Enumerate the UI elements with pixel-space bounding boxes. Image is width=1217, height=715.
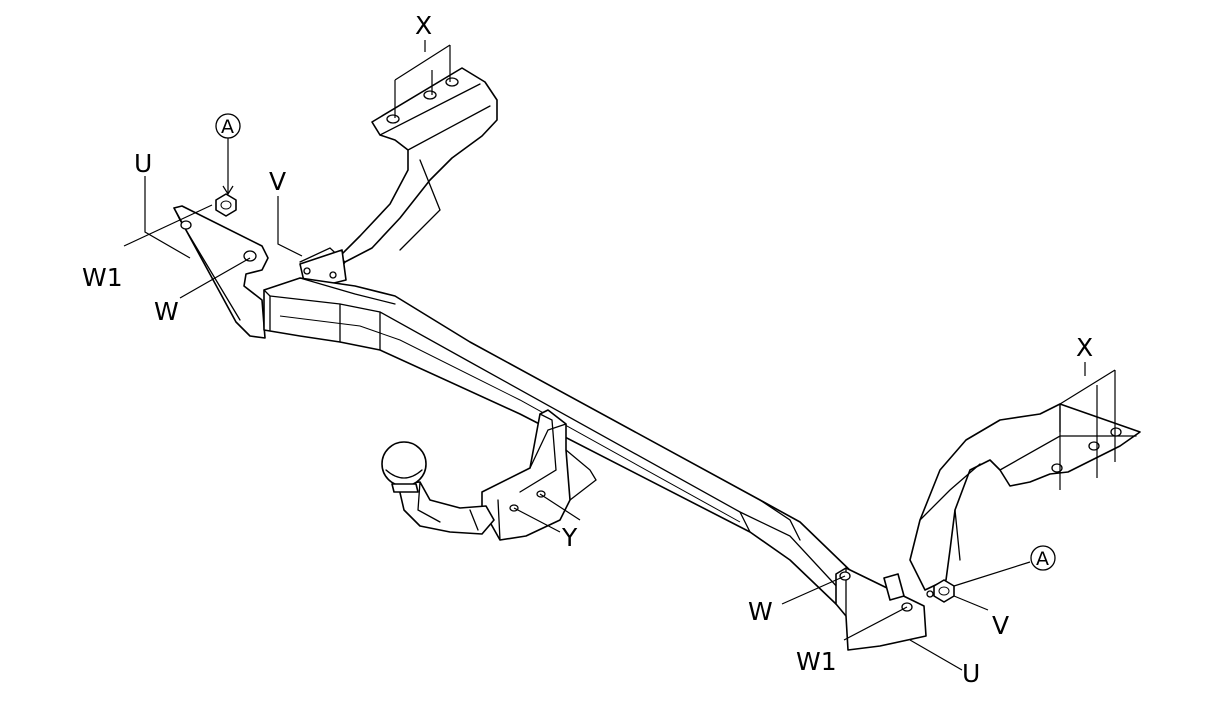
left-nut — [215, 193, 237, 217]
label-w1-right: W1 — [796, 647, 837, 676]
bracket-hole — [329, 271, 337, 279]
tow-ball — [381, 441, 495, 535]
callout-a-left-circle — [215, 113, 241, 139]
right-nut — [926, 579, 955, 603]
arm-hole — [1110, 427, 1122, 437]
leader-lines — [123, 40, 1116, 671]
label-u-left: U — [134, 149, 152, 178]
arm-hole — [386, 114, 400, 124]
left-mounting-arm — [299, 67, 498, 271]
main-crossbeam — [263, 277, 861, 613]
label-w1-left: W1 — [82, 263, 123, 292]
label-w-right: W — [748, 597, 773, 626]
label-a-right: A — [1036, 548, 1049, 570]
right-mounting-arm — [909, 403, 1141, 591]
plate-hole — [243, 250, 257, 262]
label-a-left: A — [221, 116, 234, 138]
callout-a-right-circle — [1030, 545, 1056, 571]
label-v-right: V — [992, 611, 1009, 640]
plate-hole — [180, 220, 192, 230]
bracket-hole — [303, 267, 311, 275]
label-y: Y — [561, 523, 578, 552]
label-x-right: X — [1076, 333, 1093, 362]
label-v-left: V — [269, 167, 286, 196]
label-u-right: U — [962, 659, 980, 688]
right-side-plate — [835, 567, 927, 651]
arm-hole — [445, 77, 459, 87]
label-w-left: W — [154, 297, 179, 326]
label-x-top: X — [415, 11, 432, 40]
arm-hole — [423, 90, 437, 100]
